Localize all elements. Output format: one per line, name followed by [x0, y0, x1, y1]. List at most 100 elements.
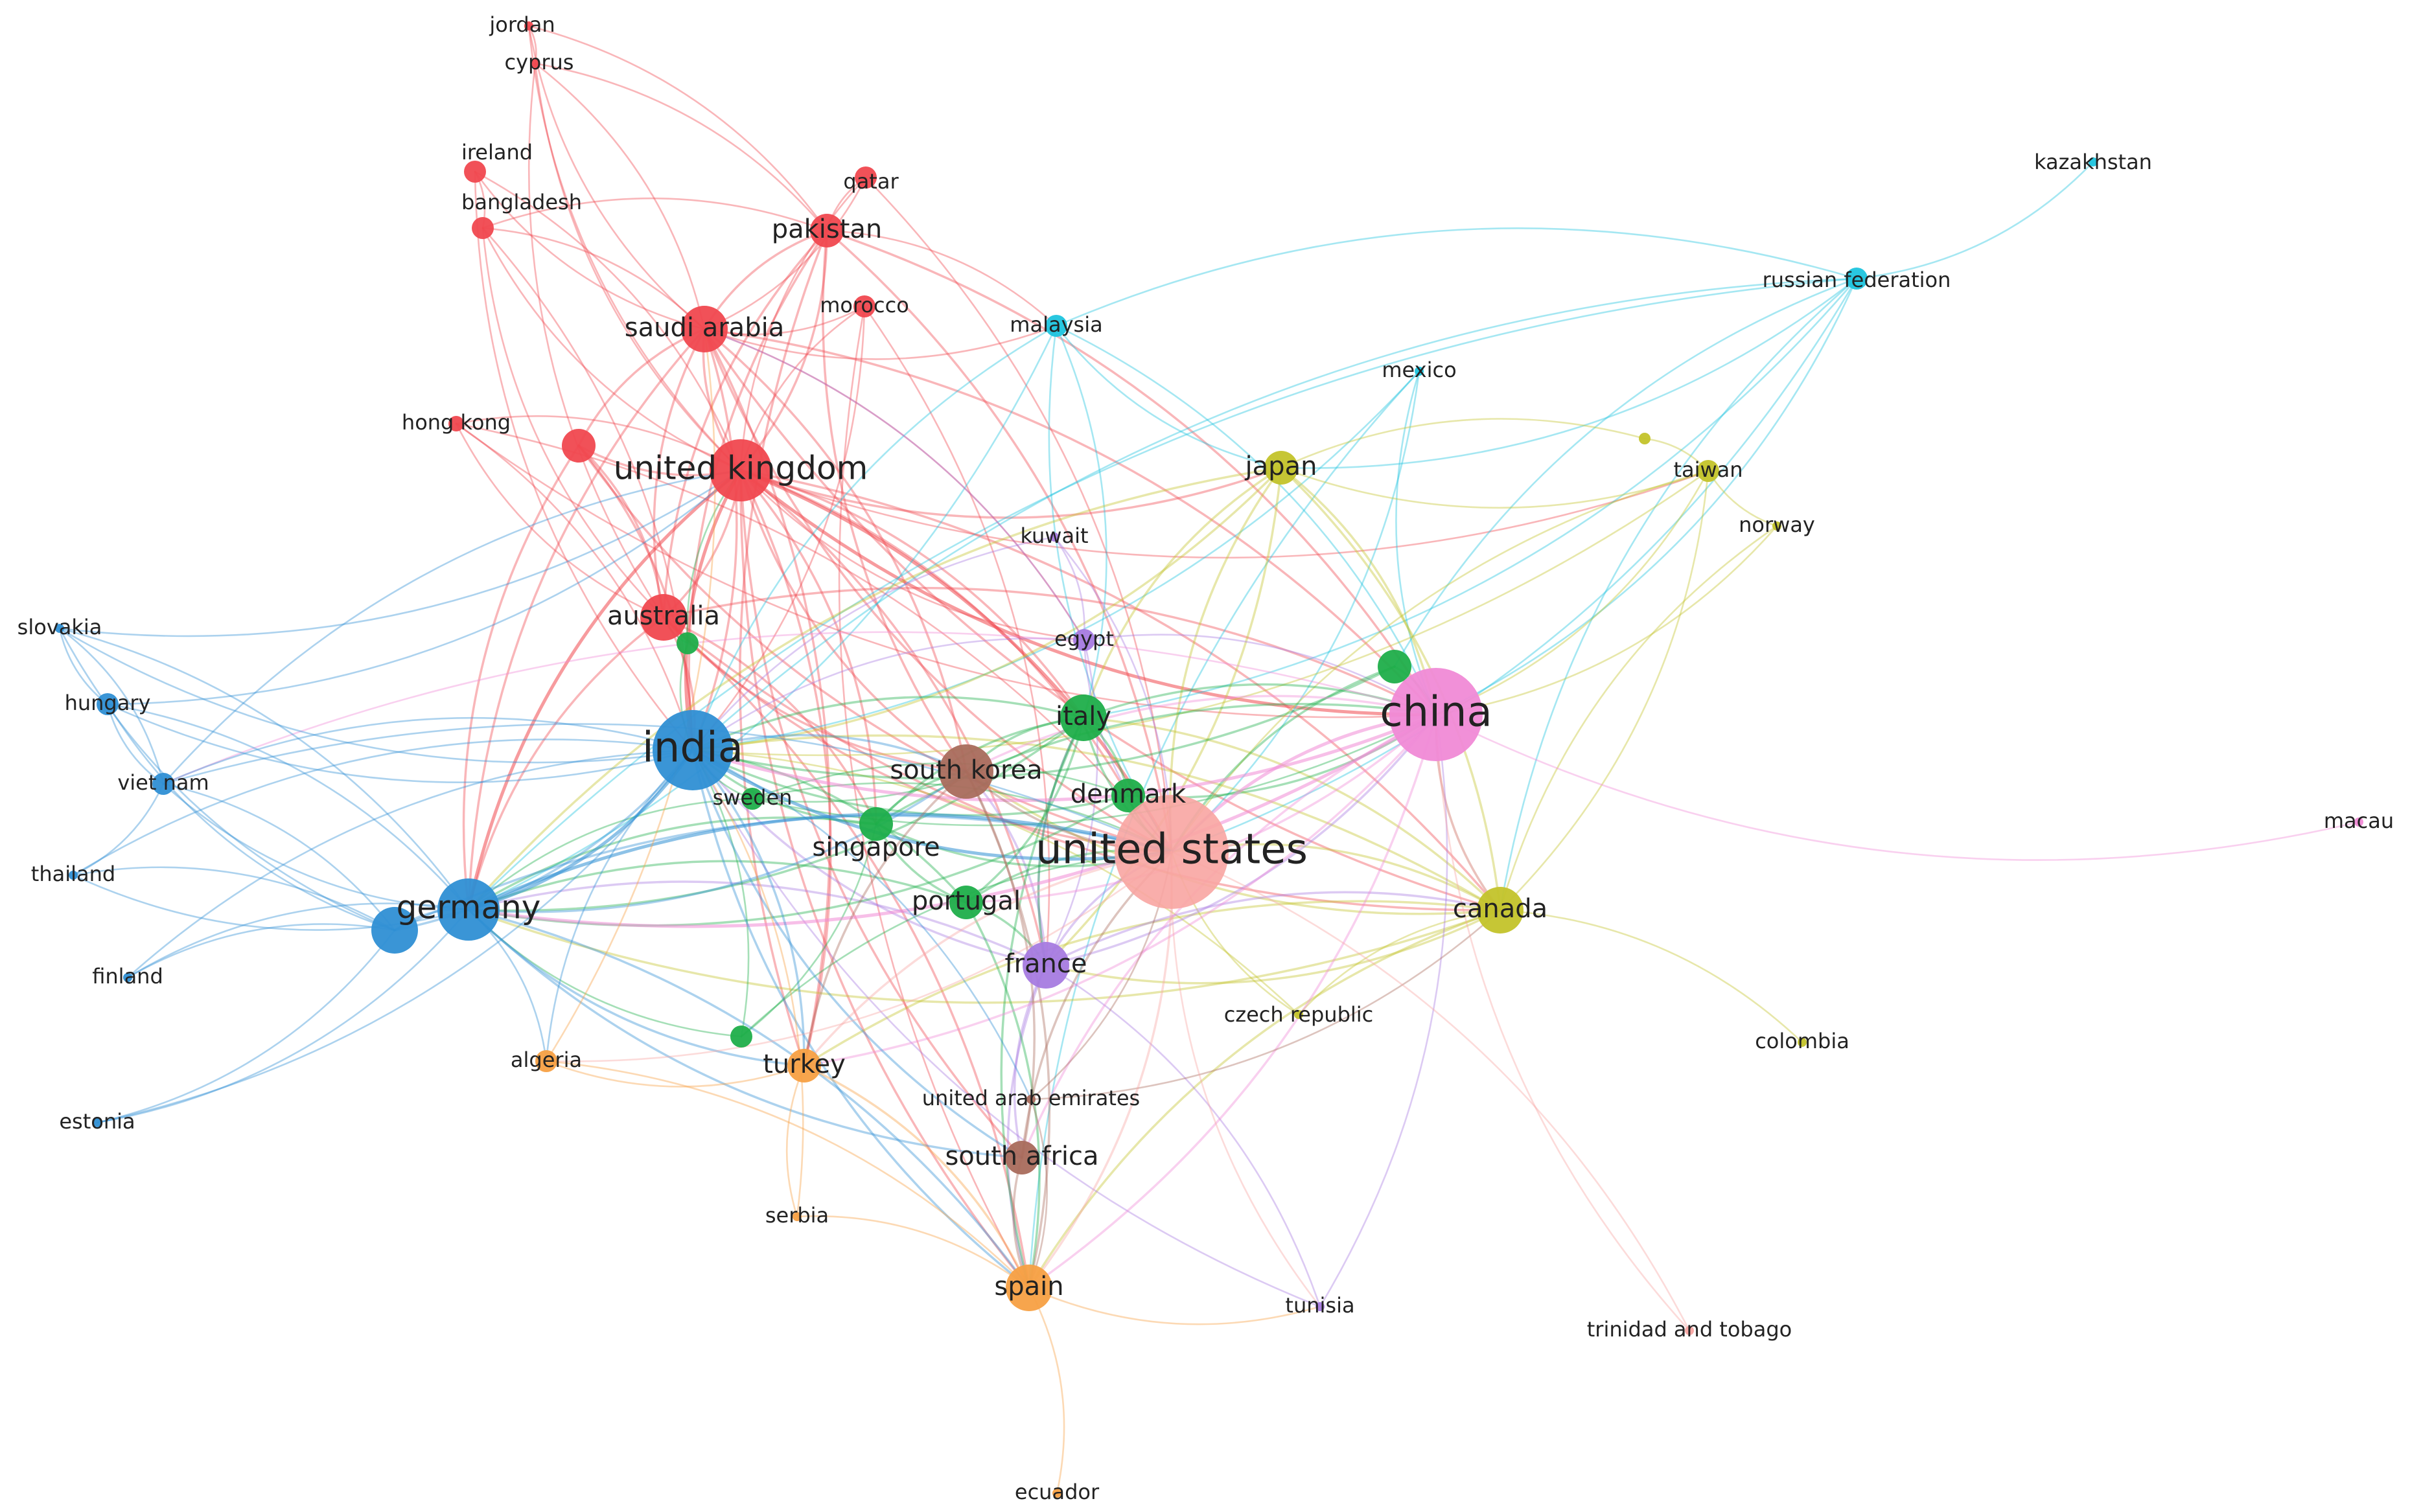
link-italy-france: [1037, 716, 1085, 967]
node-slovakia[interactable]: [55, 624, 64, 633]
node-south-korea[interactable]: [939, 744, 993, 799]
link-yellow-small-japan: [1280, 418, 1646, 469]
node-pakistan[interactable]: [810, 214, 844, 247]
node-ecuador[interactable]: [1052, 1489, 1061, 1498]
node-denmark[interactable]: [1111, 779, 1145, 812]
node-hungary[interactable]: [97, 693, 119, 715]
link-canada-germany: [467, 908, 1501, 1004]
link-united-kingdom-taiwan: [739, 469, 1709, 559]
link-blue-second-slovakia: [58, 627, 396, 932]
link-united-states-algeria: [545, 851, 1173, 1062]
node-germany[interactable]: [437, 878, 500, 941]
node-estonia[interactable]: [93, 1118, 102, 1127]
link-france-china: [1045, 713, 1437, 967]
node-colombia[interactable]: [1798, 1038, 1807, 1047]
label-slovakia: slovakia: [17, 615, 102, 639]
node-australia[interactable]: [640, 594, 687, 641]
link-pakistan-malaysia: [826, 229, 1058, 327]
link-morocco-spain: [838, 305, 1030, 1289]
node-tunisia[interactable]: [1315, 1302, 1325, 1311]
link-saudi-arabia-canada: [703, 328, 1501, 911]
node-green-bottom[interactable]: [730, 1025, 752, 1048]
node-thailand[interactable]: [69, 871, 78, 880]
node-canada[interactable]: [1477, 887, 1524, 934]
label-taiwan: taiwan: [1673, 457, 1743, 482]
link-france-italy: [1037, 716, 1085, 967]
link-germany-spain: [467, 908, 1030, 1289]
link-kuwait-egypt: [1053, 536, 1085, 641]
label-spain: spain: [994, 1272, 1063, 1301]
node-malaysia[interactable]: [1045, 315, 1067, 337]
link-china-south-korea: [965, 694, 1437, 773]
node-red-unlabeled[interactable]: [562, 429, 596, 463]
link-cyprus-australia: [527, 62, 665, 619]
node-cyprus[interactable]: [531, 59, 540, 68]
node-algeria[interactable]: [535, 1050, 557, 1072]
node-singapore[interactable]: [859, 807, 893, 841]
link-norway-china: [1435, 525, 1778, 716]
link-malaysia-italy: [1055, 325, 1107, 719]
node-hong-kong[interactable]: [448, 416, 464, 431]
link-russian-federation-germany: [467, 277, 1858, 911]
node-macau[interactable]: [2354, 818, 2363, 827]
link-malaysia-india: [691, 325, 1058, 751]
node-united-states[interactable]: [1115, 795, 1229, 909]
link-pakistan-turkey: [739, 229, 828, 1067]
node-kazakhstan[interactable]: [2089, 157, 2098, 166]
label-canada: canada: [1453, 894, 1547, 924]
link-portugal-india: [691, 749, 967, 904]
node-green-right[interactable]: [1378, 650, 1411, 683]
link-united-kingdom-canada: [739, 469, 1501, 911]
node-viet-nam[interactable]: [152, 773, 174, 795]
label-south-africa: south africa: [945, 1141, 1098, 1171]
link-taiwan-india: [691, 470, 1709, 757]
node-serbia[interactable]: [793, 1212, 802, 1221]
node-bangladesh[interactable]: [472, 217, 494, 239]
node-turkey[interactable]: [787, 1049, 821, 1082]
node-sweden[interactable]: [741, 788, 763, 810]
link-canada-south-korea: [965, 770, 1501, 915]
node-finland[interactable]: [123, 973, 132, 982]
node-portugal[interactable]: [949, 886, 983, 919]
link-green-bottom-united-states: [740, 851, 1173, 1038]
node-japan[interactable]: [1264, 451, 1298, 485]
node-russian-federation[interactable]: [1846, 268, 1868, 290]
node-taiwan[interactable]: [1697, 460, 1719, 482]
link-pakistan-australia: [662, 229, 828, 619]
node-france[interactable]: [1023, 942, 1069, 989]
node-trinidad-and-tobago[interactable]: [1685, 1326, 1694, 1335]
link-china-viet-nam: [162, 631, 1437, 785]
link-united-kingdom-france: [739, 469, 1047, 967]
node-india[interactable]: [653, 710, 733, 790]
node-italy[interactable]: [1060, 694, 1107, 741]
node-saudi-arabia[interactable]: [681, 306, 728, 352]
node-united-kingdom[interactable]: [710, 439, 772, 501]
node-norway[interactable]: [1772, 521, 1781, 531]
node-china[interactable]: [1389, 668, 1483, 761]
node-green-top[interactable]: [677, 632, 699, 654]
node-qatar[interactable]: [855, 166, 877, 189]
link-serbia-spain: [796, 1215, 1030, 1289]
link-italy-china: [1082, 683, 1437, 719]
node-ireland[interactable]: [464, 161, 486, 183]
link-australia-south-korea: [662, 616, 967, 773]
node-blue-second[interactable]: [371, 907, 418, 954]
node-spain[interactable]: [1006, 1265, 1052, 1311]
node-jordan[interactable]: [524, 21, 533, 30]
node-south-africa[interactable]: [1005, 1141, 1039, 1174]
link-pakistan-united-kingdom: [739, 229, 828, 472]
node-mexico[interactable]: [1415, 367, 1424, 376]
node-united-arab-emirates[interactable]: [1026, 1095, 1036, 1104]
node-egypt[interactable]: [1073, 629, 1095, 651]
link-italy-germany: [467, 716, 1085, 912]
link-taiwan-united-states: [1170, 470, 1709, 853]
node-czech-republic[interactable]: [1294, 1010, 1303, 1019]
network-nodes: [55, 21, 2363, 1498]
node-morocco[interactable]: [853, 295, 875, 317]
link-germany-turkey: [467, 908, 805, 1067]
node-yellow-small[interactable]: [1639, 433, 1651, 444]
link-bangladesh-pakistan: [481, 197, 828, 232]
link-saudi-arabia-india: [691, 328, 738, 751]
node-kuwait[interactable]: [1050, 533, 1059, 542]
label-czech-republic: czech republic: [1224, 1002, 1374, 1027]
